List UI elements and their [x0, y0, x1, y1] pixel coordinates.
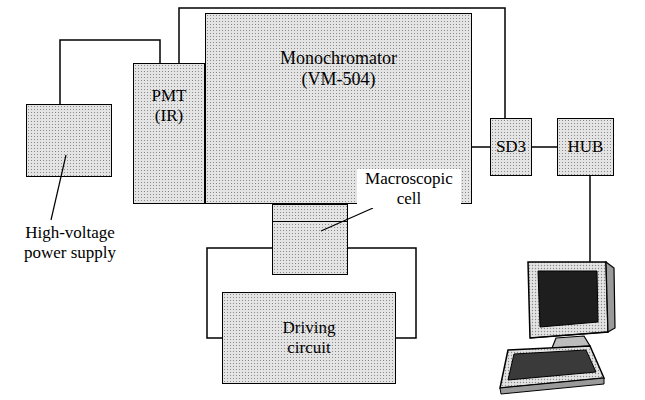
leader-line [27, 105, 28, 106]
outside-label: High-voltage power supply [8, 223, 132, 262]
box-label: HUB [568, 137, 604, 157]
leader-line [321, 208, 373, 231]
detector-box: PMT (IR) [133, 63, 205, 204]
monitor-body [528, 262, 608, 338]
wire [532, 146, 557, 148]
hub-box: HUB [557, 118, 614, 176]
keyboard-edge [500, 378, 604, 394]
outside-label: Macroscopic cell [357, 169, 461, 208]
monitor-base-line [530, 332, 608, 338]
monitor-screen [538, 271, 598, 327]
wire [472, 146, 490, 148]
cell-box: Macroscopic cell [272, 204, 348, 275]
power-supply-box: High-voltage power supply [26, 104, 112, 177]
keyboard-keys [508, 350, 596, 380]
network-cable [589, 176, 591, 262]
box-label: SD3 [496, 137, 526, 157]
box-label: Driving circuit [264, 318, 354, 357]
box-label: Monochromator (VM-504) [264, 48, 414, 89]
leader-line [273, 205, 274, 206]
driving-circuit-box: Driving circuit [222, 292, 396, 384]
leader-line [51, 155, 66, 220]
interface-box: SD3 [490, 118, 532, 176]
box-label: PMT (IR) [141, 86, 197, 125]
cell-lid-line [273, 221, 347, 222]
monitor-side [606, 262, 615, 332]
